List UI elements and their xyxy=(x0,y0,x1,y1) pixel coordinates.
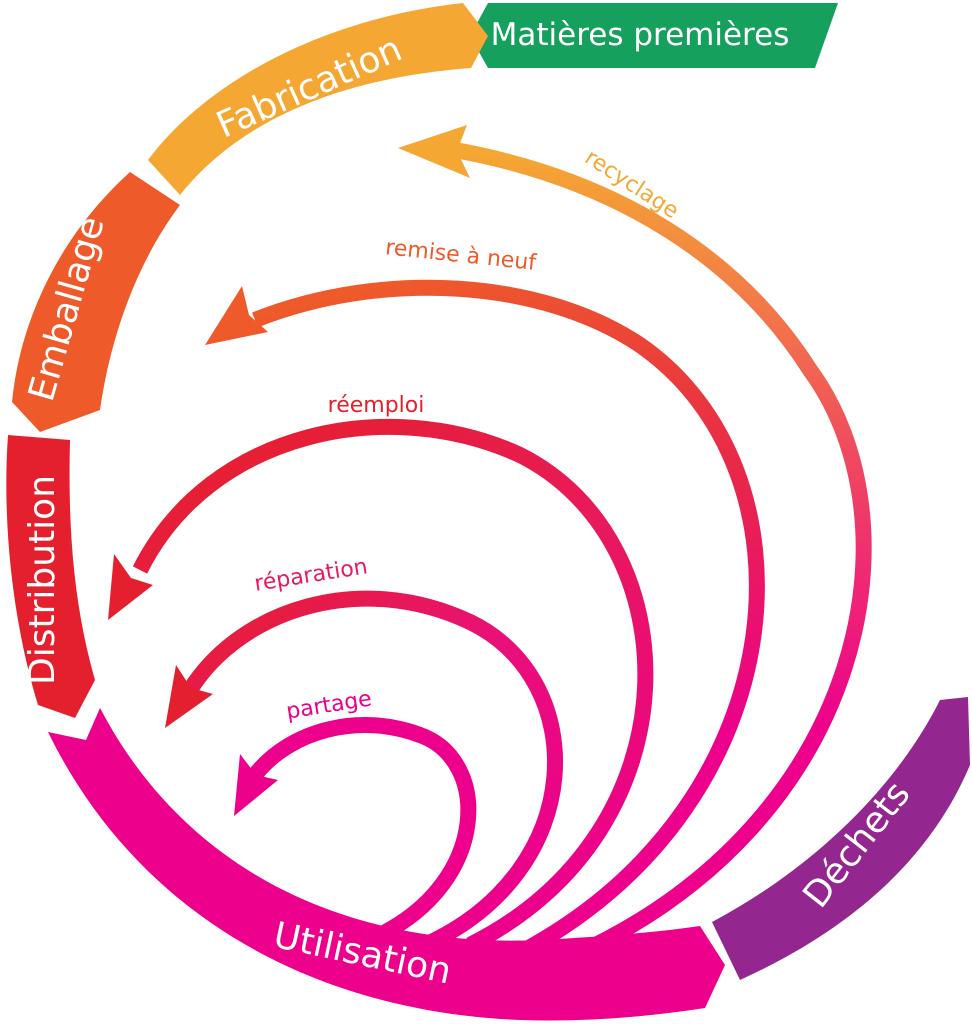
repair-arrow-shaft xyxy=(183,590,563,953)
packaging-band xyxy=(12,172,180,432)
waste-band xyxy=(712,697,970,980)
refurbishing-arrowhead xyxy=(205,286,268,345)
reuse-label: réemploi xyxy=(328,393,425,418)
loop-reuse: réemploi xyxy=(108,393,654,953)
stage-manufacturing: Fabrication xyxy=(148,3,488,195)
reuse-arrowhead xyxy=(108,554,153,620)
distribution-band xyxy=(6,435,95,718)
sharing-arrow-shaft xyxy=(248,717,477,943)
recycling-arrow-shaft xyxy=(453,142,872,963)
manufacturing-band xyxy=(148,3,488,195)
reuse-arrow-shaft xyxy=(132,418,654,953)
refurbishing-label: remise à neuf xyxy=(384,235,538,276)
recycling-arrowhead xyxy=(398,125,470,178)
distribution-label: Distribution xyxy=(22,475,63,685)
loop-refurbishing: remise à neuf xyxy=(205,235,765,958)
use-band xyxy=(48,708,725,1021)
sharing-arrowhead xyxy=(234,754,278,816)
stage-use: Utilisation xyxy=(48,708,725,1021)
stage-packaging: Emballage xyxy=(12,172,180,432)
repair-arrowhead xyxy=(165,665,213,728)
raw-materials-label: Matières premières xyxy=(491,17,790,53)
raw-materials-band xyxy=(470,3,838,68)
stage-distribution: Distribution xyxy=(6,435,95,718)
refurbishing-arrow-shaft xyxy=(252,279,765,958)
repair-label: réparation xyxy=(253,554,370,597)
stage-raw-materials: Matières premières xyxy=(470,3,838,68)
